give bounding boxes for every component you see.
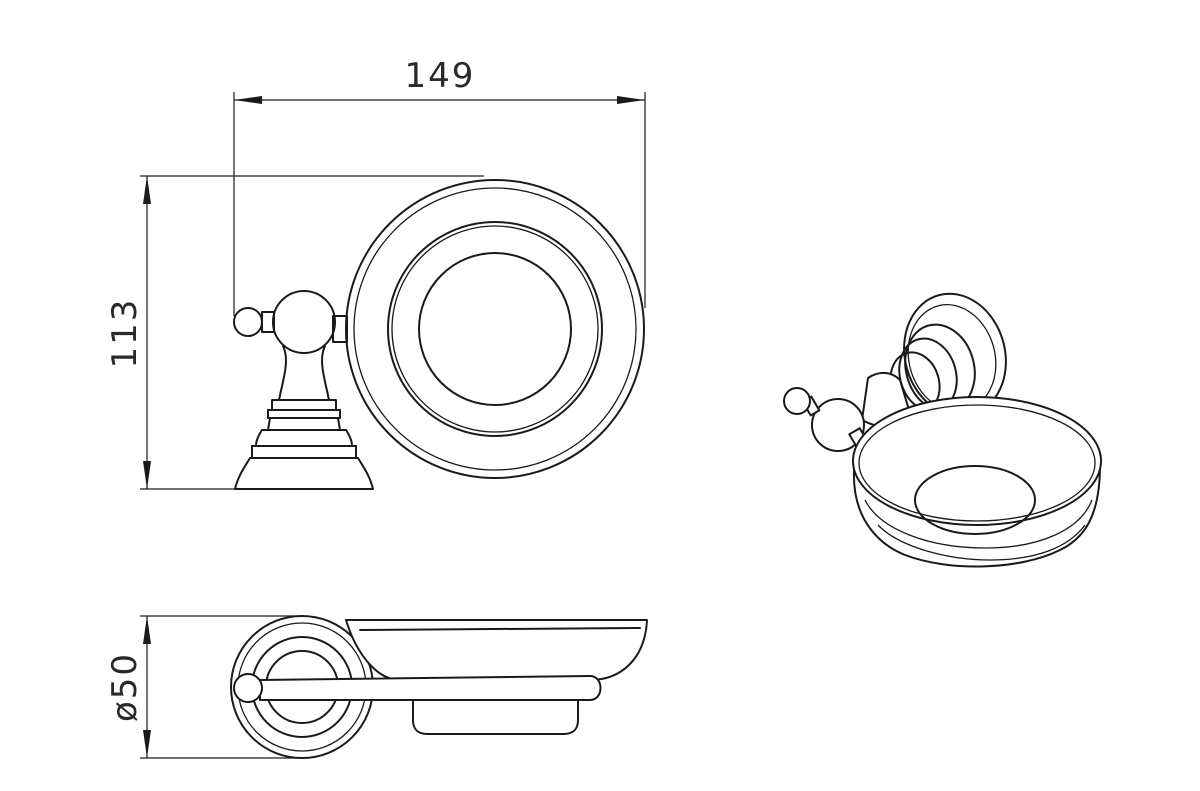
dimension-113-label: 113: [105, 298, 145, 369]
knob-perspective: [783, 387, 870, 452]
dish-top: [345, 619, 648, 735]
dimension-149: 149: [234, 56, 645, 104]
dimension-diameter-50: ø50: [105, 616, 151, 758]
mount-front: [233, 290, 374, 490]
dimension-113: 113: [105, 176, 151, 489]
dimension-diameter-label: ø50: [105, 652, 145, 722]
dimension-149-label: 149: [405, 56, 476, 96]
arm-top: [233, 673, 602, 703]
top-view: ø50: [105, 615, 648, 759]
perspective-view: [783, 292, 1102, 568]
front-view: 149 113: [105, 56, 646, 490]
dish-front: [345, 179, 645, 479]
dish-perspective: [852, 396, 1102, 568]
